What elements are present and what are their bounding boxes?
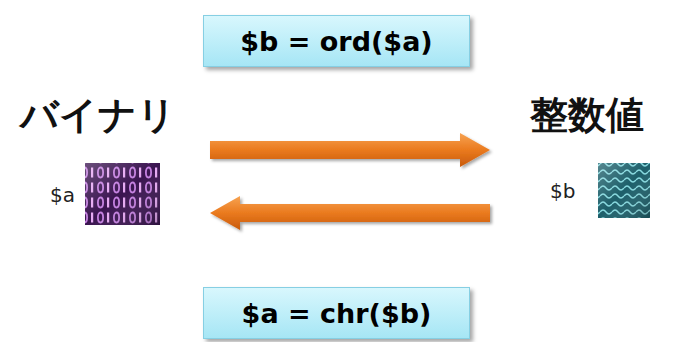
formula-box: $a = chr($b): [203, 287, 470, 339]
formula-text: $a = chr($b): [242, 298, 432, 329]
side-heading: バイナリ: [20, 90, 176, 141]
block-arrow: [210, 196, 490, 230]
side-heading: 整数値: [530, 90, 644, 141]
variable-name: $a: [50, 183, 75, 207]
variable-name: $b: [550, 179, 575, 203]
block-arrow: [210, 133, 490, 167]
binary-icon: [85, 163, 160, 225]
integer-icon: [598, 163, 650, 218]
formula-text: $b = ord($a): [240, 26, 432, 57]
integer-group: 整数値 $b: [500, 88, 695, 238]
formula-box: $b = ord($a): [203, 15, 470, 67]
binary-group: バイナリ $a: [10, 88, 200, 238]
